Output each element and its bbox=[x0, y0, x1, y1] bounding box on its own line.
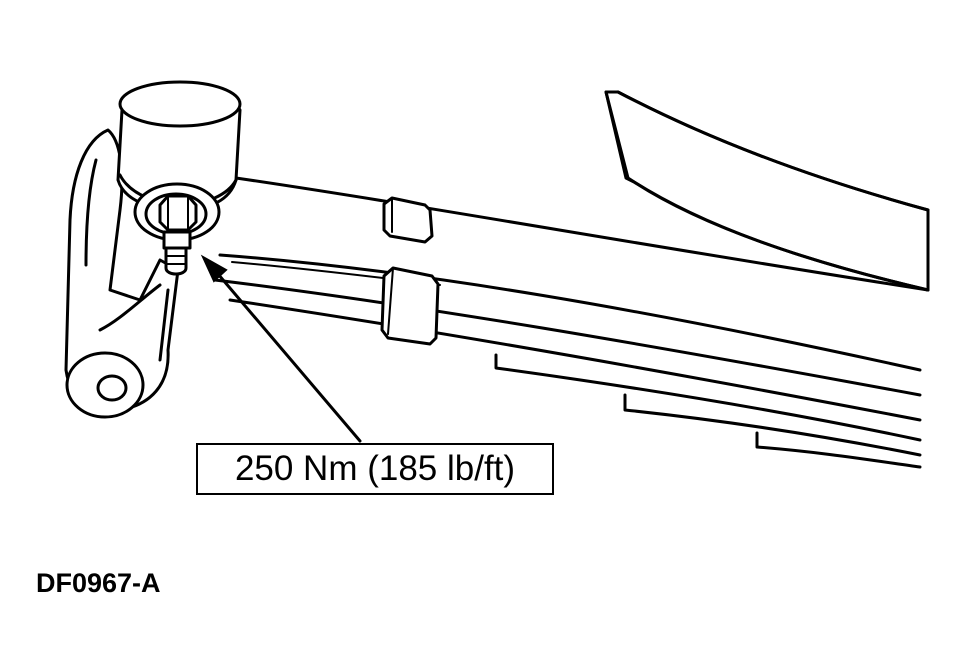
figure-id-label: DF0967-A bbox=[36, 568, 161, 598]
overload-leaf bbox=[604, 90, 930, 292]
spring-leaf-stack bbox=[213, 176, 930, 469]
torque-spec-label: 250 Nm (185 lb/ft) bbox=[196, 443, 554, 495]
rebound-clip-lower bbox=[380, 266, 440, 346]
spring-eye-bushing bbox=[116, 80, 242, 212]
torque-leader-arrow bbox=[200, 254, 362, 443]
rebound-clip-upper bbox=[382, 196, 434, 244]
shackle-bolt-nut bbox=[133, 182, 221, 276]
shackle-lower-bushing bbox=[65, 351, 145, 419]
